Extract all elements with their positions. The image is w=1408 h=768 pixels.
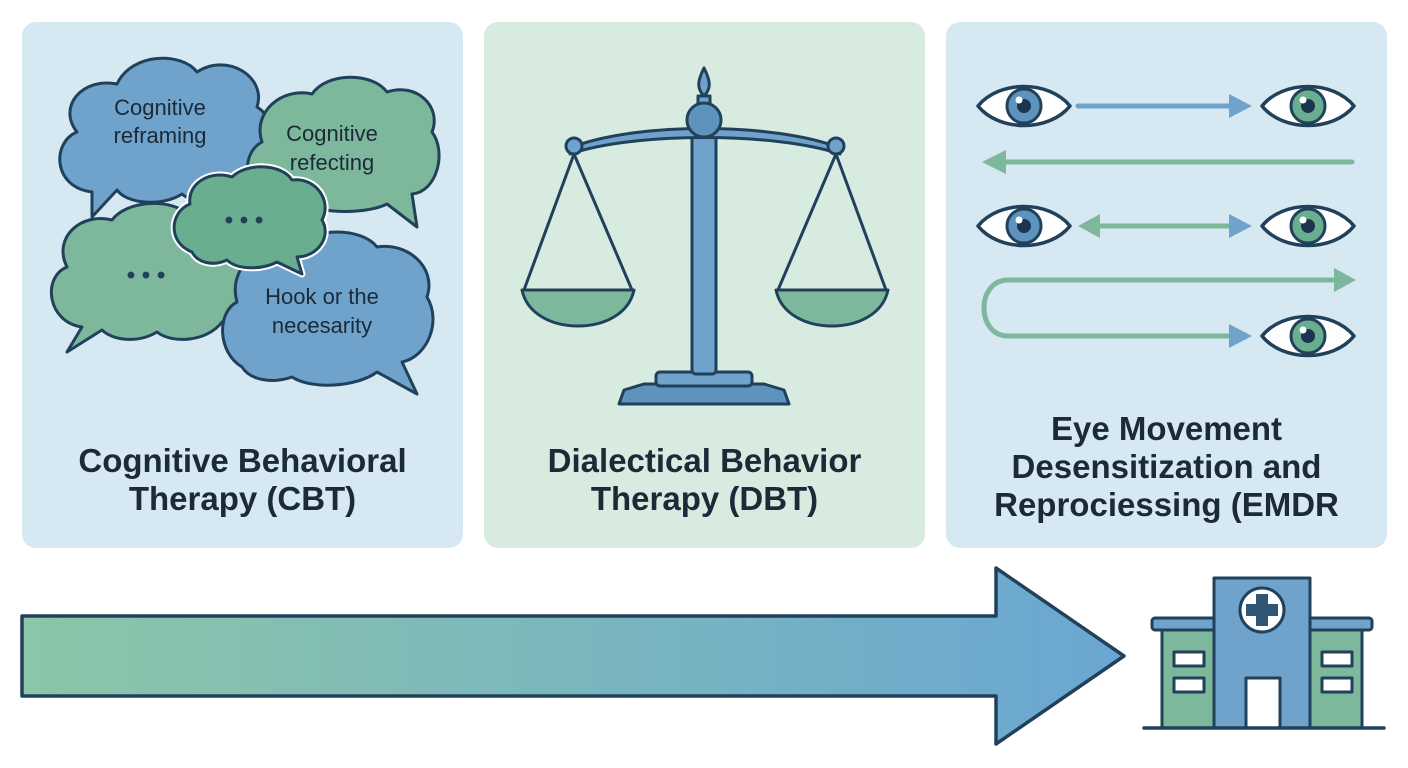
emdr-panel: Eye Movement Desensitization and Reproci… xyxy=(946,22,1387,548)
bubble-1-line-1: Cognitive xyxy=(114,95,206,120)
hospital-icon xyxy=(1142,576,1386,730)
balance-scale-icon xyxy=(520,66,890,406)
arrow-icon xyxy=(982,150,1355,174)
bubble-1-line-2: reframing xyxy=(114,123,207,148)
arrow-icon xyxy=(981,268,1356,348)
dbt-panel: Dialectical Behavior Therapy (DBT) xyxy=(484,22,925,548)
arrow-icon xyxy=(1078,214,1252,238)
emdr-title-line-1: Eye Movement xyxy=(1050,410,1283,447)
bubble-4-dots: • • • xyxy=(127,262,166,289)
cbt-title-line-1: Cognitive Behavioral xyxy=(78,442,407,479)
bubble-5-line-1: Hook or the xyxy=(265,284,379,309)
cbt-title-line-2: Therapy (CBT) xyxy=(128,480,357,517)
eye-movement-illustration xyxy=(976,84,1356,358)
bottom-illustration xyxy=(20,566,1386,746)
eye-icon xyxy=(976,84,1072,128)
speech-bubble-icon: • • • xyxy=(170,163,329,278)
speech-bubble-icon: Hook or the necesarity xyxy=(221,230,435,396)
eye-icon xyxy=(1260,84,1356,128)
dbt-title-line-2: Therapy (DBT) xyxy=(590,480,819,517)
bubble-5-line-2: necesarity xyxy=(272,313,372,338)
emdr-title-line-2: Desensitization and xyxy=(1011,448,1322,485)
bubble-2-line-1: Cognitive xyxy=(286,121,378,146)
eye-icon xyxy=(1260,204,1356,248)
emdr-title: Eye Movement Desensitization and Reproci… xyxy=(946,410,1387,524)
cbt-panel: Cognitive reframing Cognitive refecting … xyxy=(22,22,463,548)
emdr-title-line-3: Reprociessing (EMDR xyxy=(994,486,1339,523)
arrow-icon xyxy=(1075,94,1252,118)
eye-icon xyxy=(1260,314,1356,358)
eye-icon xyxy=(976,204,1072,248)
dbt-title: Dialectical Behavior Therapy (DBT) xyxy=(484,442,925,518)
bubble-2-line-2: refecting xyxy=(290,150,374,175)
cbt-title: Cognitive Behavioral Therapy (CBT) xyxy=(22,442,463,518)
progress-arrow-icon xyxy=(20,566,1126,746)
bubble-3-dots: • • • xyxy=(225,207,264,234)
speech-bubbles-illustration: Cognitive reframing Cognitive refecting … xyxy=(50,56,441,396)
dbt-title-line-1: Dialectical Behavior xyxy=(547,442,862,479)
